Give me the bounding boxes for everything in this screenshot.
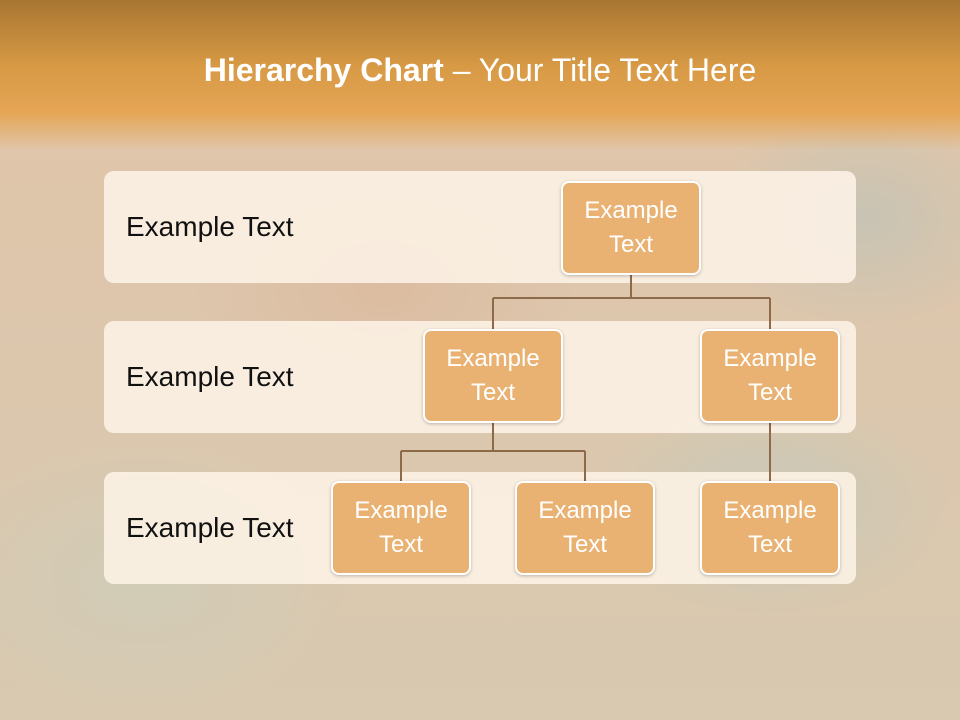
node-level3-mid: Example Text [515,481,655,575]
title-separator: – [443,52,479,88]
level-label-2: Example Text [126,361,294,392]
title-bold: Hierarchy Chart [203,52,444,88]
node-level3-left: Example Text [331,481,471,575]
level-band-1: Example Text [104,171,856,283]
title-normal: Your Title Text Here [478,52,757,88]
node-root: Example Text [561,181,701,275]
node-level2-right: Example Text [700,329,840,423]
title-banner [0,0,960,150]
slide-title: Hierarchy Chart – Your Title Text Here [0,52,960,89]
level-label-3: Example Text [126,512,294,543]
level-label-1: Example Text [126,211,294,242]
node-level3-right: Example Text [700,481,840,575]
node-level2-left: Example Text [423,329,563,423]
